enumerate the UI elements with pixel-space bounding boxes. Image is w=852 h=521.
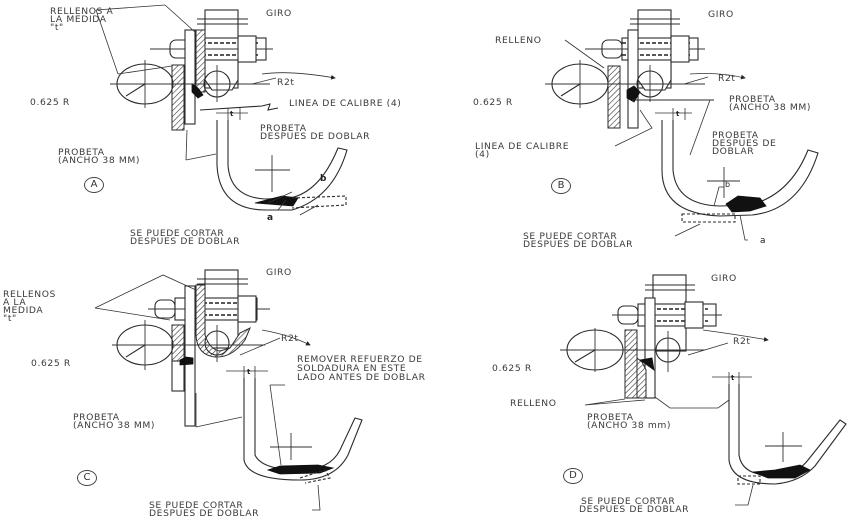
specimen-after-label-line1: PROBETA <box>260 123 307 134</box>
panel-b-drawing <box>545 9 819 241</box>
thickness-label: t <box>731 374 735 382</box>
gauge-line-label-line2: (4) <box>475 149 490 160</box>
panel-badge: B <box>551 178 571 194</box>
specimen-label-line2: (ANCHO 38 MM) <box>73 420 156 431</box>
remove-label-line3: LADO ANTES DE DOBLAR <box>297 372 426 383</box>
specimen-after-label-line2: DESPUES DE <box>712 138 777 149</box>
filler-label: RELLENO <box>510 398 557 409</box>
specimen-label-line2: (ANCHO 38 MM) <box>729 102 812 113</box>
mark-b-label: b <box>725 180 731 189</box>
rotation-label: GIRO <box>708 9 734 20</box>
filler-label: RELLENO <box>495 35 542 46</box>
specimen-label-line1: PROBETA <box>73 412 120 423</box>
rotation-label: GIRO <box>711 273 737 284</box>
fillers-label-line1: RELLENOS <box>3 289 56 300</box>
gauge-line-label: LINEA DE CALIBRE (4) <box>289 98 402 109</box>
cut-label-line2: DESPUES DE DOBLAR <box>149 508 260 519</box>
panel-badge: D <box>563 468 583 484</box>
fillers-label-line3: MEDIDA <box>3 305 44 316</box>
specimen-label-line1: PROBETA <box>729 94 776 105</box>
radius-roller-label: 0.625 R <box>473 97 513 108</box>
cut-label-line1: SE PUEDE CORTAR <box>149 500 244 511</box>
thickness-label: t <box>676 110 680 118</box>
specimen-after-label-line1: PROBETA <box>712 130 759 141</box>
thickness-label: t <box>230 110 234 118</box>
cut-label-line2: DESPUES DE DOBLAR <box>523 239 634 250</box>
panel-a-drawing <box>95 4 348 216</box>
fillers-label-line2: LA MEDIDA <box>50 14 107 25</box>
radius-bend-label: R2t <box>718 73 736 84</box>
specimen-label-line1: PROBETA <box>587 412 634 423</box>
specimen-after-label-line2: DESPUES DE DOBLAR <box>260 131 371 142</box>
radius-roller-label: 0.625 R <box>492 363 532 374</box>
fillers-label-line3: "t" <box>50 22 64 33</box>
fillers-label-line2: A LA <box>3 297 27 308</box>
specimen-label-line2: (ANCHO 38 mm) <box>587 420 672 431</box>
cut-label-line2: DESPUES DE DOBLAR <box>130 236 241 247</box>
panel-d-drawing <box>560 274 847 506</box>
radius-roller-label: 0.625 R <box>31 358 71 369</box>
radius-bend-label: R2t <box>733 336 751 347</box>
fillers-label-line4: "t" <box>3 313 17 324</box>
remove-label-line2: SOLDADURA EN ESTE <box>297 363 407 374</box>
panel-badge: A <box>84 177 104 193</box>
cut-label-line1: SE PUEDE CORTAR <box>130 228 225 239</box>
mark-a-label: a <box>267 213 274 223</box>
rotation-label: GIRO <box>266 267 292 278</box>
radius-bend-label: R2t <box>281 333 299 344</box>
radius-bend-label: R2t <box>277 77 295 88</box>
thickness-label: t <box>247 368 251 376</box>
cut-label-line2: DESPUES DE DOBLAR <box>579 504 690 515</box>
gauge-line-label-line1: LINEA DE CALIBRE <box>475 141 570 152</box>
mark-a-label: a <box>760 236 766 246</box>
remove-label-line1: REMOVER REFUERZO DE <box>297 354 423 365</box>
specimen-label-line2: (ANCHO 38 MM) <box>58 155 141 166</box>
panel-c-drawing <box>94 269 363 511</box>
fillers-label-line1: RELLENOS A <box>50 6 114 17</box>
cut-label-line1: SE PUEDE CORTAR <box>581 496 676 507</box>
mark-b-label: b <box>320 174 327 184</box>
specimen-after-label-line3: DOBLAR <box>712 146 755 157</box>
specimen-label-line1: PROBETA <box>58 147 105 158</box>
panel-badge: C <box>77 470 97 486</box>
radius-roller-label: 0.625 R <box>30 97 70 108</box>
cut-label-line1: SE PUEDE CORTAR <box>523 231 618 242</box>
rotation-label: GIRO <box>266 8 292 19</box>
